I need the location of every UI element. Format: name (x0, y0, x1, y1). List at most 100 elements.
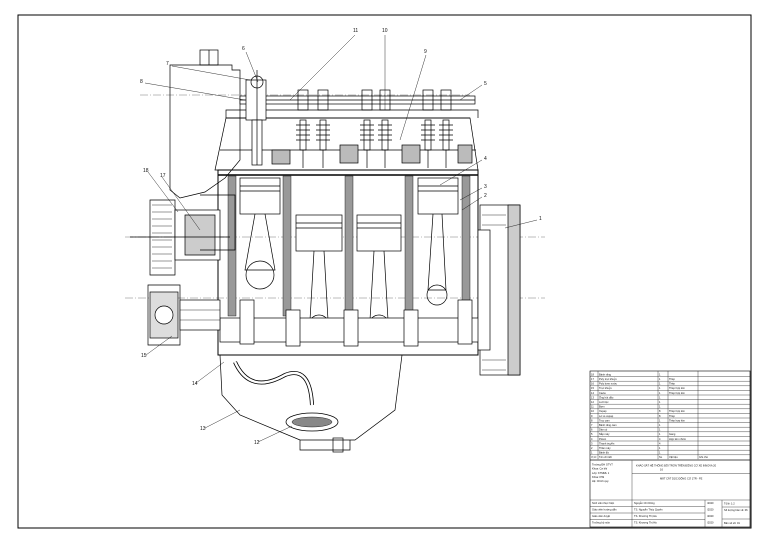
parts-list-row-qty: 1 (659, 428, 661, 432)
parts-list-row-material: Thép hợp kim (669, 418, 685, 422)
parts-list-row-material: Thép hợp kim (669, 409, 685, 413)
parts-list-row-no: 12 (591, 400, 594, 404)
parts-list-row-material: Thép (669, 414, 675, 418)
parts-list-row-qty: 1 (659, 386, 661, 390)
parts-list-row-qty: 4 (659, 437, 661, 441)
parts-list-row-no: 17 (591, 377, 594, 381)
crankshaft (219, 299, 481, 347)
parts-list-header-name: Tên chi tiết (599, 455, 612, 459)
label-4: 4 (484, 156, 487, 162)
parts-list-row-no: 9 (591, 414, 593, 418)
parts-list-row-qty: 1 (659, 400, 661, 404)
signature-date: /2020 (707, 521, 714, 525)
school-info-line: Trường ĐH GTVT (592, 462, 613, 466)
parts-list-row-material: Hợp kim nhôm (669, 437, 686, 441)
parts-list-row-material: Gang (669, 432, 676, 436)
parts-list-row-qty: 1 (659, 391, 661, 395)
parts-list-row-name: Nắp máy (599, 431, 610, 436)
parts-list-row-no: 6 (591, 428, 593, 432)
sheet-title: MẶT CẮT DỌC ĐỘNG CƠ 1TR - FE (660, 475, 703, 480)
parts-list-row-no: 7 (591, 423, 593, 427)
school-info-line: Hệ: Chính quy (592, 479, 609, 483)
label-6: 6 (242, 46, 245, 52)
signature-date: /2020 (707, 508, 714, 512)
parts-list-row-name: Bánh đà (599, 451, 609, 455)
parts-list-row-name: Bánh răng (599, 372, 612, 376)
sheet-count: Số lượng bản vẽ: 06 (724, 508, 748, 512)
parts-list-row-material: Thép (669, 377, 675, 381)
signature-role: Sinh viên thực hiện (592, 501, 615, 505)
label-1: 1 (539, 216, 542, 222)
parts-list-row-name: Thân máy (599, 446, 611, 450)
signature-date: /2020 (707, 514, 714, 518)
parts-list-header-note: Ghi chú (699, 455, 708, 459)
engine-section (125, 49, 545, 453)
scale: Tỷ lệ: 1:2 (724, 502, 735, 506)
label-2: 2 (484, 193, 487, 199)
label-9: 9 (424, 49, 427, 55)
parts-list-row-no: 14 (591, 391, 594, 395)
parts-list-row-name: Piston (599, 437, 607, 441)
signature-role: Giáo viên hướng dẫn (592, 507, 617, 512)
label-11: 11 (353, 28, 358, 34)
signature-name: TS. Khương Thị Hà (634, 521, 657, 525)
part-labels: 11 10 9 5 6 7 8 4 3 2 1 18 17 15 14 13 1… (140, 28, 542, 446)
label-3: 3 (484, 184, 487, 190)
label-15: 15 (141, 353, 147, 359)
parts-list-header-material: Vật liệu (669, 455, 678, 459)
oil-pump-column (245, 70, 267, 166)
parts-list-row-no: 13 (591, 395, 594, 399)
parts-list-row-name: Cacte (599, 391, 606, 395)
label-14: 14 (192, 381, 198, 387)
label-12: 12 (254, 440, 260, 446)
parts-list-row-qty: 1 (659, 377, 661, 381)
oil-pickup (233, 361, 314, 406)
parts-list-row-qty: 8 (659, 414, 661, 418)
parts-list-row-material: Thép hợp kim (669, 386, 685, 390)
parts-list-row-name: Ống hút dầu (599, 394, 614, 399)
valve-train (271, 89, 473, 168)
parts-list-row-name: Xupap (599, 409, 607, 413)
parts-list-row-no: 4 (591, 437, 593, 441)
parts-list-header-no: Vị trí (591, 455, 597, 459)
parts-list-row-no: 15 (591, 386, 594, 390)
parts-list-row-no: 3 (591, 441, 593, 445)
parts-list-row-name: Dàn cò (599, 428, 608, 432)
parts-list-row-no: 16 (591, 382, 594, 386)
parts-list-row-qty: 8 (659, 409, 661, 413)
oil-pan (219, 354, 403, 441)
parts-list-row-material: Thép hợp kim (669, 391, 685, 395)
pistons (239, 177, 459, 252)
signature-name: TS. Khương Thị Hà (634, 514, 657, 518)
signature-date: /2020 (707, 501, 714, 505)
school-info-line: Khoa: Cơ khí (592, 467, 608, 471)
parts-list-header-qty: SL (659, 455, 663, 459)
timing-housing (169, 64, 241, 199)
parts-list-row-no: 11 (591, 405, 594, 409)
parts-list-row-no: 1 (591, 451, 593, 455)
parts-list-row-name: Puly trục khuỷu (599, 377, 617, 381)
school-info-line: Lớp: KTMML 1 (592, 471, 610, 475)
parts-list-row-no: 10 (591, 409, 594, 413)
parts-list-row-qty: 1 (659, 372, 661, 376)
label-18: 18 (143, 168, 149, 174)
parts-list-row-qty: 1 (659, 405, 661, 409)
signature-role: Giáo viên duyệt (592, 514, 610, 518)
parts-list-row-name: Bơm (599, 405, 605, 409)
label-17: 17 (160, 173, 166, 179)
sheet-border (17, 14, 752, 529)
parts-list-row-name: Puly bơm nước (599, 382, 618, 386)
parts-list-row-name: Thanh truyền (599, 441, 615, 445)
parts-list-row-qty: 1 (659, 451, 661, 455)
signature-name: Nguyễn Chí Dũng (634, 500, 655, 505)
parts-list-row-no: 8 (591, 418, 593, 422)
project-title: KHẢO SÁT HỆ THỐNG BÔI TRƠN TRÊN ĐỘNG CƠ … (636, 462, 717, 467)
signature-role: Trưởng bộ môn (592, 521, 611, 525)
parts-list-row-material: Thép (669, 382, 675, 386)
parts-list-row-qty: 1 (659, 423, 661, 427)
parts-list-row-name: Lò xo xupap (599, 414, 614, 418)
parts-list-row-name: Trục khuỷu (599, 386, 612, 390)
